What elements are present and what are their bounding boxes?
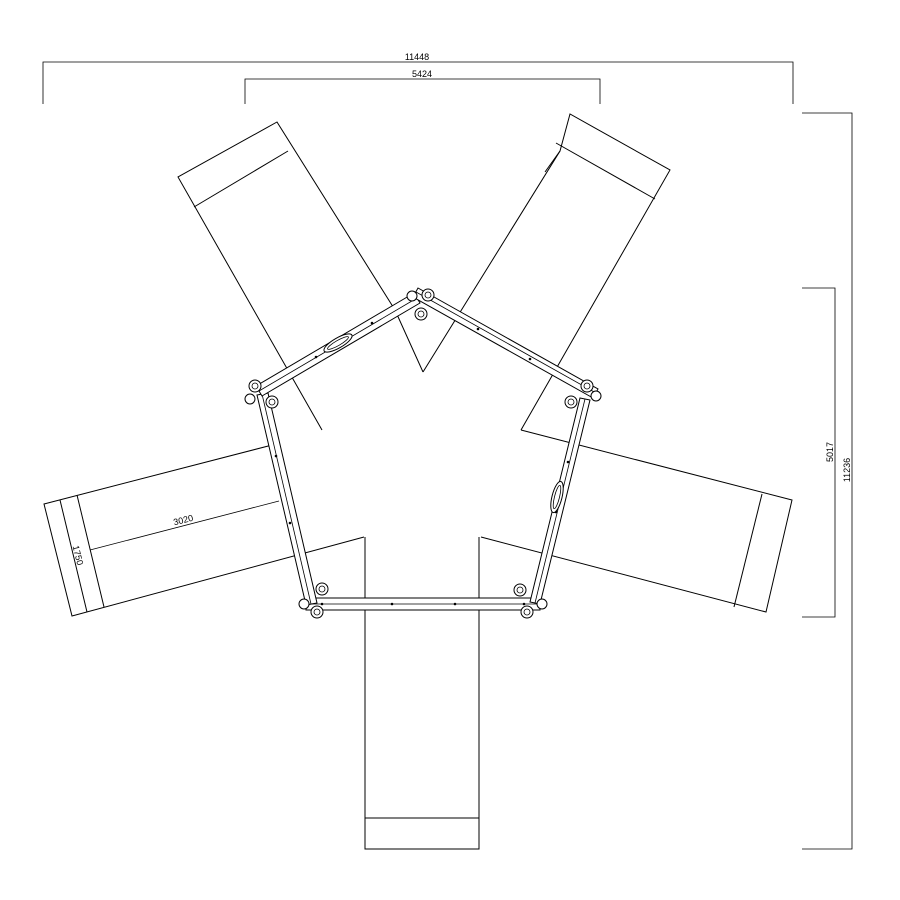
post-top [406,288,435,321]
frame-beam-left [256,392,318,606]
dimension-partial-height-label: 5017 [825,442,835,462]
left-panel: 3020 1750 [43,443,365,617]
dimension-overall-width-label: 11448 [405,52,429,62]
pentagon-frame [255,287,599,611]
panel-width-label: 1750 [71,544,86,566]
dimension-inner-width: 5424 [244,69,601,104]
post-bottom-left [298,582,329,619]
bracket-upper-left [323,333,353,353]
frame-hardware [323,333,564,514]
frame-beam-upper-right [412,287,599,399]
frame-beam-bottom [305,597,541,611]
dimension-inner-width-label: 5424 [412,69,432,79]
post-right [564,379,602,409]
post-left [244,379,279,409]
dimension-overall-width: 11448 [42,52,794,104]
dimension-partial-height: 5017 [802,287,836,618]
bracket-right [550,480,564,514]
panel-length-label: 3020 [172,513,194,528]
panel-length-dimension-line [89,500,280,551]
post-bottom-right [513,583,548,619]
right-panel [480,429,793,613]
upper-right-panel [422,113,671,431]
dimension-overall-height-label: 11236 [842,458,852,482]
dimension-overall-height: 11236 [802,112,853,850]
bottom-panel [364,537,480,850]
upper-left-panel [177,121,424,431]
